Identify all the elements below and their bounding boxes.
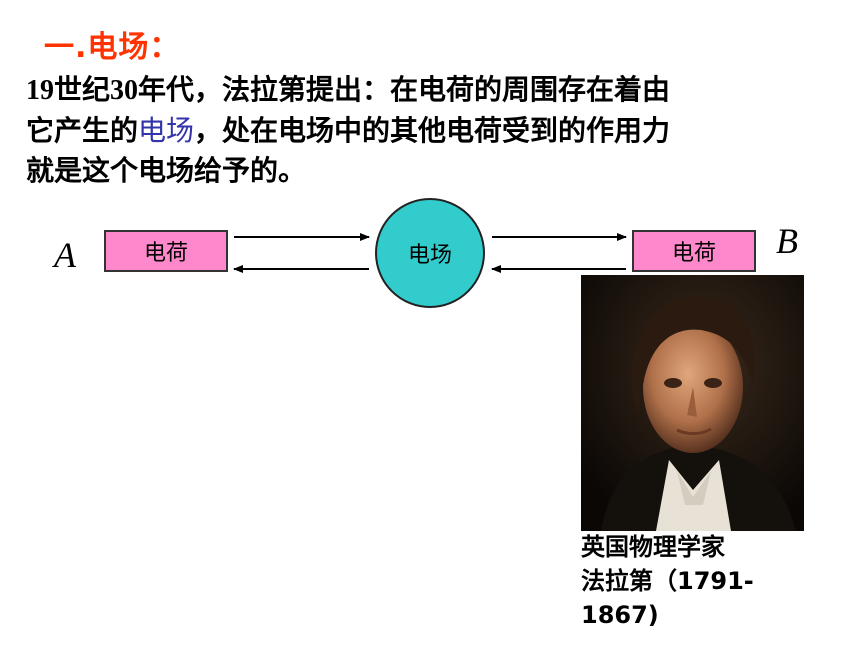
- line-2-text-b: ，处在电场中的其他电荷受到的作用力: [194, 114, 671, 147]
- charge-a-box: 电荷: [104, 230, 228, 272]
- label-a: A: [54, 235, 76, 275]
- slide-title: 一.电场：: [44, 30, 181, 65]
- century-number: 19: [26, 75, 54, 106]
- electric-field-circle: 电场: [375, 198, 485, 308]
- electric-field-highlight: 电场: [138, 114, 195, 147]
- caption-line-1: 英国物理学家: [581, 533, 725, 561]
- line-1-text: 年代，法拉第提出：在电荷的周围存在着由: [138, 73, 671, 106]
- decade-number: 30: [110, 75, 139, 106]
- portrait-caption: 英国物理学家 法拉第（1791- 1867): [581, 530, 821, 632]
- intro-paragraph: 19世纪30年代，法拉第提出：在电荷的周围存在着由 它产生的电场，处在电场中的其…: [26, 70, 816, 191]
- charge-b-box: 电荷: [632, 230, 756, 272]
- faraday-portrait: [581, 275, 804, 531]
- label-b: B: [776, 221, 798, 261]
- paragraph-line-3: 就是这个电场给予的。: [26, 154, 307, 187]
- paragraph-line-1: 19世纪30年代，法拉第提出：在电荷的周围存在着由: [26, 70, 816, 111]
- caption-line-3: 1867): [581, 601, 659, 629]
- caption-line-2: 法拉第（1791-: [581, 567, 754, 595]
- paragraph-line-2: 它产生的电场，处在电场中的其他电荷受到的作用力: [26, 111, 816, 151]
- century-text: 世纪: [54, 73, 111, 106]
- portrait-image: [581, 275, 804, 531]
- line-2-text-a: 它产生的: [26, 114, 139, 147]
